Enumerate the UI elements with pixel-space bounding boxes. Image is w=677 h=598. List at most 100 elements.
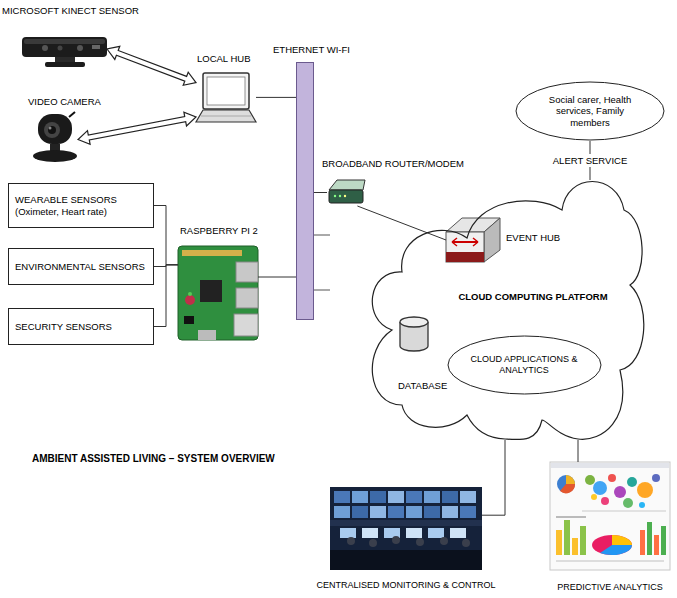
laptop-illustration (201, 116, 251, 117)
device-label: ETHERNET WI-FI (273, 44, 350, 55)
kinect-illustration (58, 46, 63, 51)
node-text: CLOUD COMPUTING PLATFORM (458, 291, 607, 302)
dashboard-illustration (551, 463, 669, 468)
control-room-photo (428, 528, 444, 538)
camera-illustration (44, 122, 60, 138)
dashboard-illustration (601, 497, 609, 505)
dashboard-illustration (585, 475, 595, 485)
kinect-illustration (77, 45, 83, 51)
kinect-sensor: MICROSOFT KINECT SENSOR (22, 37, 107, 67)
control-room-photo (406, 491, 422, 503)
event-hub-server: EVENT HUB (446, 218, 500, 262)
control-room-photo (442, 491, 458, 503)
dashboard-illustration (654, 535, 659, 555)
camera-illustration (38, 114, 72, 144)
dashboard-illustration (550, 462, 670, 570)
kinect-illustration (22, 37, 107, 67)
raspberry-pi-illustration (178, 246, 258, 340)
control-room-photo (352, 506, 368, 518)
device-label: RASPBERRY PI 2 (180, 225, 258, 236)
cloud-platform: CLOUD COMPUTING PLATFORM EVENT HUB DATABAS… (362, 180, 642, 440)
connector-line (482, 440, 505, 515)
event-hub-illustration (452, 241, 478, 243)
control-room-photo (424, 506, 440, 518)
database-illustration (400, 317, 428, 327)
control-room-photo (406, 506, 422, 518)
control-room-photo (406, 528, 422, 538)
monitoring-photo: CENTRALISED MONITORING & CONTROL (330, 487, 482, 570)
control-room-photo (369, 539, 377, 547)
diagram-title: AMBIENT ASSISTED LIVING – SYSTEM OVERVIE… (32, 453, 275, 465)
raspberry-pi-illustration (234, 314, 258, 336)
connector (357, 206, 446, 240)
ellipse-shape (516, 82, 664, 140)
kinect-illustration (22, 37, 107, 57)
dashboard-illustration (556, 516, 586, 518)
control-room-photo (450, 528, 466, 538)
dashboard-illustration (627, 477, 637, 487)
raspberry-pi-illustration (236, 262, 258, 282)
cloud-shape (372, 182, 644, 440)
dashboard-illustration (637, 482, 653, 498)
camera-illustration (69, 112, 75, 117)
control-room-photo (440, 537, 448, 545)
dashboard-illustration (556, 530, 562, 555)
router-illustration (329, 180, 365, 203)
device-label: BROADBAND ROUTER/MODEM (322, 158, 464, 169)
laptop-illustration (196, 110, 256, 122)
camera-illustration (48, 126, 56, 134)
laptop-illustration (203, 73, 249, 109)
dashboard-illustration (591, 494, 597, 500)
raspberry-pi-illustration (182, 250, 242, 256)
local-hub-laptop: LOCAL HUB (196, 72, 256, 125)
ethernet-stub-lines (314, 235, 330, 236)
raspberry-pi-illustration (188, 292, 192, 296)
device-label: CENTRALISED MONITORING & CONTROL (317, 580, 496, 591)
node-text: CLOUD APPLICATIONS & ANALYTICS (468, 354, 580, 376)
control-room-photo (388, 506, 404, 518)
raspberry-pi-illustration (185, 295, 195, 305)
node-text: WEARABLE SENSORS (Oximeter, Heart rate) (15, 194, 147, 217)
router-illustration (334, 195, 336, 197)
connector-line (256, 97, 296, 98)
event-hub-illustration (484, 218, 500, 262)
control-room-photo (392, 536, 400, 544)
connector (578, 440, 579, 462)
database-cylinder: DATABASE (400, 316, 428, 352)
control-room-photo (460, 491, 476, 503)
control-room-photo (424, 491, 440, 503)
connector-line (357, 206, 446, 240)
dashboard-illustration (566, 475, 575, 484)
sensor-box: SECURITY SENSORS (8, 308, 154, 345)
dashboard-illustration (647, 522, 652, 555)
device-label: VIDEO CAMERA (28, 96, 101, 107)
connector (258, 277, 296, 278)
connector-line (154, 206, 178, 265)
dashboard-illustration (592, 535, 632, 555)
router-illustration (344, 195, 346, 197)
double-arrow (78, 112, 196, 144)
dashboard-illustration (652, 474, 660, 482)
control-room-photo (416, 538, 424, 546)
connector-line (258, 277, 296, 278)
control-room-photo (352, 491, 368, 503)
database-illustration (400, 317, 428, 351)
dashboard-illustration (557, 475, 575, 493)
analytics-ellipse: CLOUD APPLICATIONS & ANALYTICS (447, 335, 602, 395)
laptop-illustration (196, 73, 256, 122)
connector (256, 97, 296, 98)
connector (482, 440, 505, 515)
ethernet-stub-lines (314, 290, 330, 291)
node-text: Social carer, Health services, Family me… (540, 94, 640, 128)
dashboard-illustration (608, 474, 616, 482)
node-text: ENVIRONMENTAL SENSORS (15, 261, 147, 272)
dashboard-illustration (623, 498, 633, 508)
raspberry-pi-illustration (178, 246, 258, 340)
connector (154, 265, 178, 327)
ellipse-shape (448, 336, 601, 394)
control-room-photo (347, 537, 355, 545)
kinect-illustration (24, 39, 105, 44)
video-camera: VIDEO CAMERA (30, 112, 78, 162)
raspberry-pi-board: RASPBERRY PI 2 (178, 246, 258, 340)
control-room-photo (460, 506, 476, 518)
